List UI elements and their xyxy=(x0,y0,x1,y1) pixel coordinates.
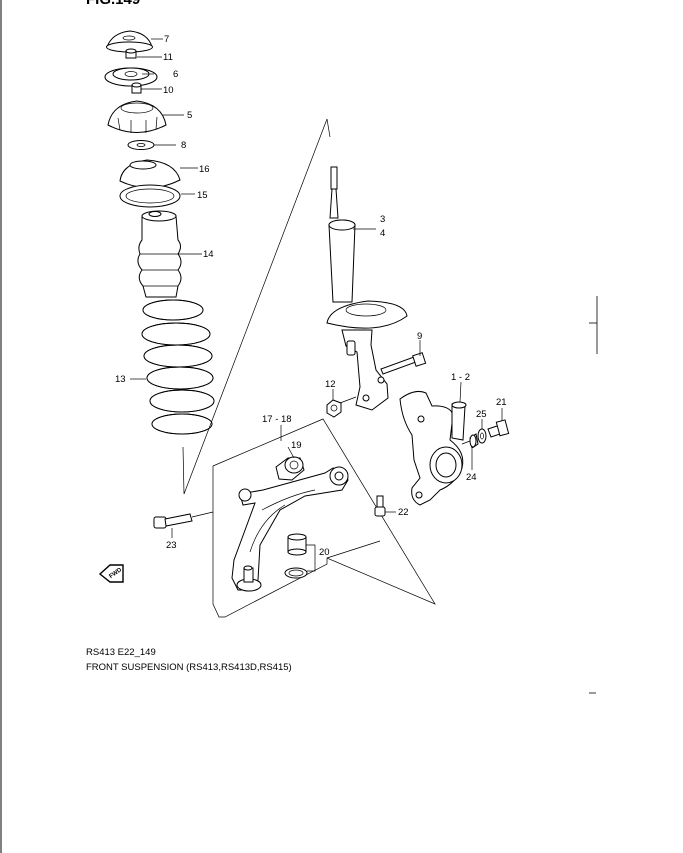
leader-lines xyxy=(130,38,503,572)
callout-4: 4 xyxy=(380,228,385,239)
forward-direction-arrow: FWD xyxy=(98,564,124,583)
caption-title: FRONT SUSPENSION (RS413,RS413D,RS415) xyxy=(86,662,292,673)
control-arm-detail-box xyxy=(212,418,436,618)
callout-24: 24 xyxy=(466,472,477,483)
callout-1-2: 1 - 2 xyxy=(451,372,470,383)
nut-10 xyxy=(131,82,142,94)
bolt-23 xyxy=(153,513,193,529)
callout-23: 23 xyxy=(166,540,177,551)
bolt-21 xyxy=(487,419,510,438)
lower-control-arm-17-18 xyxy=(231,466,349,592)
callout-15: 15 xyxy=(197,190,208,201)
coil-spring-13 xyxy=(141,299,215,435)
washer-25 xyxy=(477,428,487,444)
nut-11 xyxy=(125,48,137,59)
steering-knuckle-1-2 xyxy=(399,391,467,506)
callout-13: 13 xyxy=(115,374,126,385)
callout-5: 5 xyxy=(187,110,192,121)
caption-code: RS413 E22_149 xyxy=(86,647,156,658)
nut-12 xyxy=(326,399,342,418)
explode-guide-triangle xyxy=(182,118,328,495)
bushing-20 xyxy=(284,533,308,579)
bolt-22 xyxy=(374,495,386,517)
strut-mount-6 xyxy=(104,67,158,87)
callout-7: 7 xyxy=(164,34,169,45)
spring-upper-seat-16 xyxy=(119,159,181,189)
callout-17-18: 17 - 18 xyxy=(262,414,292,425)
callout-6: 6 xyxy=(173,69,178,80)
strut-assembly-3-4 xyxy=(326,166,408,411)
nut-24 xyxy=(469,433,479,449)
strut-mount-cap xyxy=(106,30,153,53)
callout-21: 21 xyxy=(496,397,507,408)
bushing-19 xyxy=(275,456,305,481)
callout-14: 14 xyxy=(203,249,214,260)
figure-header-fragment: FIG.149 xyxy=(86,0,140,8)
bearing-8 xyxy=(127,140,155,150)
callout-9: 9 xyxy=(417,331,422,342)
callout-16: 16 xyxy=(199,164,210,175)
callout-10: 10 xyxy=(163,85,174,96)
bolt-23-axis-guide xyxy=(191,511,214,518)
callout-25: 25 xyxy=(476,409,487,420)
callout-11: 11 xyxy=(163,52,173,63)
bolt-axis-guide xyxy=(339,396,357,404)
callout-3: 3 xyxy=(380,214,385,225)
callout-8: 8 xyxy=(181,140,186,151)
explode-guide-line xyxy=(326,118,331,138)
callout-19: 19 xyxy=(291,440,302,451)
control-arm-box-guide xyxy=(326,540,381,559)
strut-support-5 xyxy=(107,100,167,133)
bolt-9 xyxy=(380,352,427,375)
callout-20: 20 xyxy=(319,547,330,558)
bump-stopper-14 xyxy=(137,210,182,298)
spring-insulator-15 xyxy=(119,184,181,208)
knuckle-axis-guide xyxy=(461,440,471,445)
callout-22: 22 xyxy=(398,507,409,518)
callout-12: 12 xyxy=(325,379,336,390)
